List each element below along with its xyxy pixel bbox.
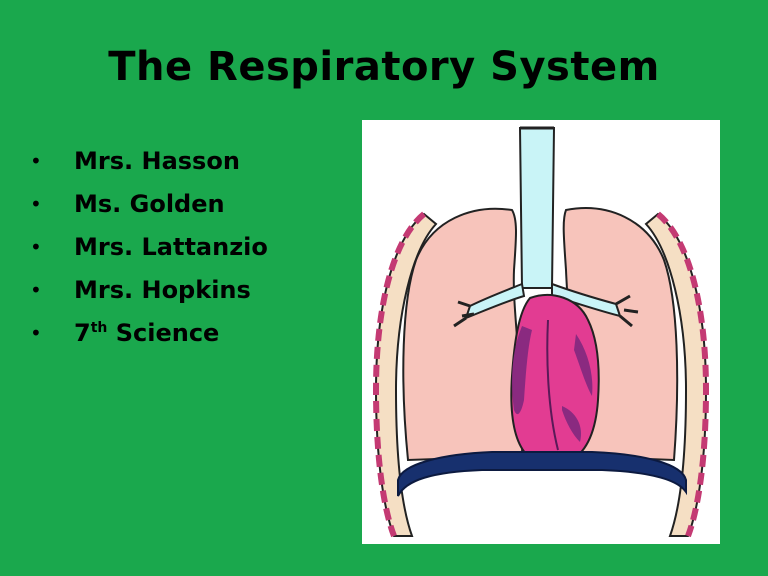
bullet-item: • Ms. Golden [30,183,268,226]
bullet-text: Mrs. Lattanzio [74,233,268,261]
bullet-dot: • [30,321,42,345]
lungs-heart-diagram-icon [372,126,710,538]
bullet-item: • Mrs. Hasson [30,140,268,183]
bullet-item: • Mrs. Hopkins [30,269,268,312]
bullet-text: Ms. Golden [74,190,225,218]
bullet-text: Mrs. Hasson [74,147,240,175]
bullet-text-prefix: 7 [74,319,91,347]
bullet-dot: • [30,192,42,216]
bullet-item: • Mrs. Lattanzio [30,226,268,269]
trachea [518,127,556,289]
bullet-dot: • [30,235,42,259]
right-rib-band-outer [656,211,710,538]
slide-title: The Respiratory System [108,44,660,90]
bullet-item: • 7th Science [30,312,268,355]
bullet-dot: • [30,278,42,302]
bullet-text-superscript: th [90,320,108,336]
heart-shade-right [574,334,593,396]
lungs-illustration [362,120,720,544]
left-rib-band-outer [372,211,426,538]
bullet-text: Mrs. Hopkins [74,276,251,304]
heart-shade-bottom [562,406,582,442]
heart-shade-left [512,326,532,415]
bullet-dot: • [30,149,42,173]
left-lung [402,207,524,462]
bullet-text-suffix: Science [107,319,220,347]
diaphragm [397,451,687,497]
bullet-list: • Mrs. Hasson • Ms. Golden • Mrs. Lattan… [30,140,268,355]
